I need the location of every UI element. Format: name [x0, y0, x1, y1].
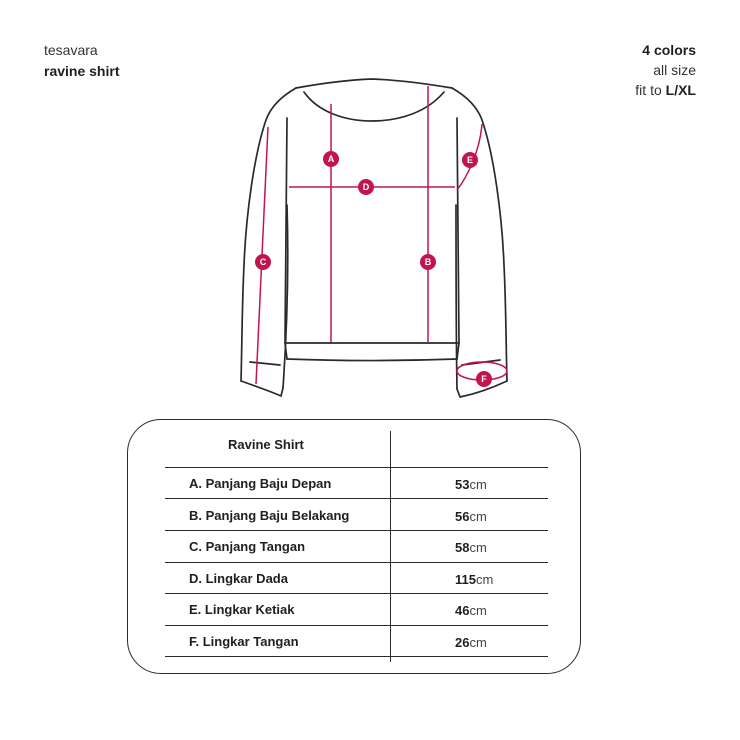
marker-d-circle — [358, 179, 374, 195]
marker-b-circle — [420, 254, 436, 270]
row-divider — [165, 498, 548, 500]
row-value-e-unit: cm — [469, 603, 487, 618]
marker-c: C — [255, 254, 271, 270]
row-divider — [165, 530, 548, 532]
shirt-outline — [240, 78, 508, 398]
marker-e: E — [462, 152, 478, 168]
row-value-b-number: 56 — [455, 509, 470, 524]
row-value-c-number: 58 — [455, 540, 470, 555]
row-value-d-unit: cm — [475, 572, 494, 587]
brand-name: tesavara — [44, 42, 98, 58]
column-divider — [390, 431, 392, 662]
marker-a-circle — [323, 151, 339, 167]
product-name: ravine shirt — [44, 63, 120, 79]
marker-a-label: A — [328, 154, 335, 164]
row-divider — [165, 467, 548, 469]
row-divider — [165, 593, 548, 595]
row-value-d: 115cm — [455, 572, 493, 587]
marker-f-label: F — [481, 374, 487, 384]
fit-value: L/XL — [665, 82, 696, 98]
row-label-f: F. Lingkar Tangan — [189, 634, 299, 649]
row-value-b-unit: cm — [469, 509, 487, 524]
row-value-b: 56cm — [455, 509, 487, 524]
marker-a: A — [323, 151, 339, 167]
fit-prefix: fit to — [635, 82, 662, 98]
row-value-a-number: 53 — [455, 477, 470, 492]
marker-c-circle — [255, 254, 271, 270]
table-header: Ravine Shirt — [228, 437, 304, 452]
marker-e-circle — [462, 152, 478, 168]
row-value-c: 58cm — [455, 540, 487, 555]
marker-e-label: E — [467, 155, 473, 165]
marker-f: F — [476, 371, 492, 387]
row-label-a: A. Panjang Baju Depan — [189, 476, 332, 491]
row-value-e-number: 46 — [455, 603, 470, 618]
marker-f-circle — [476, 371, 492, 387]
row-value-a: 53cm — [455, 477, 487, 492]
product-info: 4 colors all size fit to L/XL — [635, 40, 696, 100]
row-divider — [165, 656, 548, 658]
row-label-e: E. Lingkar Ketiak — [189, 602, 295, 617]
row-divider — [165, 562, 548, 564]
marker-d-label: D — [363, 182, 370, 192]
color-count: 4 colors — [642, 42, 696, 58]
measurement-lines — [255, 86, 508, 385]
row-value-f-number: 26 — [455, 635, 470, 650]
row-value-e: 46cm — [455, 603, 487, 618]
row-value-f: 26cm — [455, 635, 487, 650]
marker-c-label: C — [260, 257, 267, 267]
row-label-b: B. Panjang Baju Belakang — [189, 508, 350, 523]
size-chart-card: Ravine Shirt A. Panjang Baju Depan 53cm … — [127, 419, 581, 674]
row-label-c: C. Panjang Tangan — [189, 539, 306, 554]
marker-b: B — [420, 254, 436, 270]
marker-b-label: B — [425, 257, 432, 267]
row-value-a-unit: cm — [469, 477, 487, 492]
marker-d: D — [358, 179, 374, 195]
shirt-sketch: A B C D E F — [240, 78, 508, 398]
row-value-d-number: 115 — [455, 572, 476, 587]
row-label-d: D. Lingkar Dada — [189, 571, 288, 586]
brand-block: tesavara ravine shirt — [44, 40, 119, 82]
row-value-f-unit: cm — [469, 635, 487, 650]
fit-info: fit to L/XL — [635, 80, 696, 100]
row-divider — [165, 625, 548, 627]
size-info: all size — [653, 62, 696, 78]
row-value-c-unit: cm — [469, 540, 487, 555]
